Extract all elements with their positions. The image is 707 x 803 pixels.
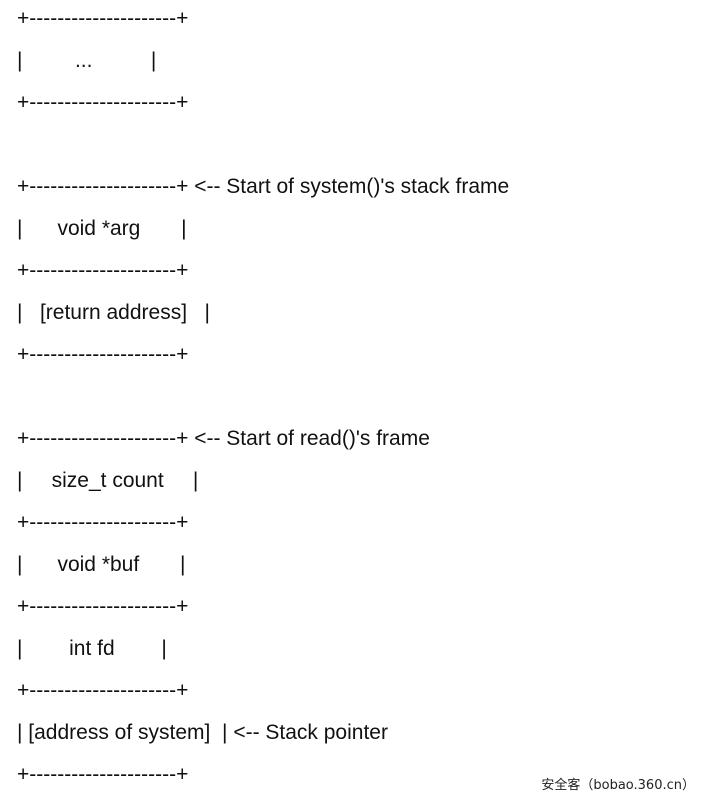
diagram-line: +---------------------+	[17, 343, 189, 366]
diagram-line: | ... |	[17, 49, 157, 72]
diagram-line: +---------------------+	[17, 763, 189, 786]
system-frame-start-line: +---------------------+ <-- Start of sys…	[17, 175, 510, 198]
diagram-line: | [return address] |	[17, 301, 210, 324]
diagram-line: +---------------------+	[17, 679, 189, 702]
diagram-line: | int fd |	[17, 637, 167, 660]
diagram-line: | void *arg |	[17, 217, 187, 240]
stack-pointer-line: | [address of system] | <-- Stack pointe…	[17, 721, 388, 744]
diagram-line: +---------------------+	[17, 595, 189, 618]
diagram-line: | size_t count |	[17, 469, 199, 492]
diagram-line: | void *buf |	[17, 553, 186, 576]
watermark: 安全客（bobao.360.cn）	[541, 778, 695, 793]
diagram-line: +---------------------+	[17, 259, 189, 282]
diagram-line: +---------------------+	[17, 511, 189, 534]
diagram-line: +---------------------+	[17, 7, 189, 30]
diagram-line: +---------------------+	[17, 91, 189, 114]
read-frame-start-line: +---------------------+ <-- Start of rea…	[17, 427, 430, 450]
